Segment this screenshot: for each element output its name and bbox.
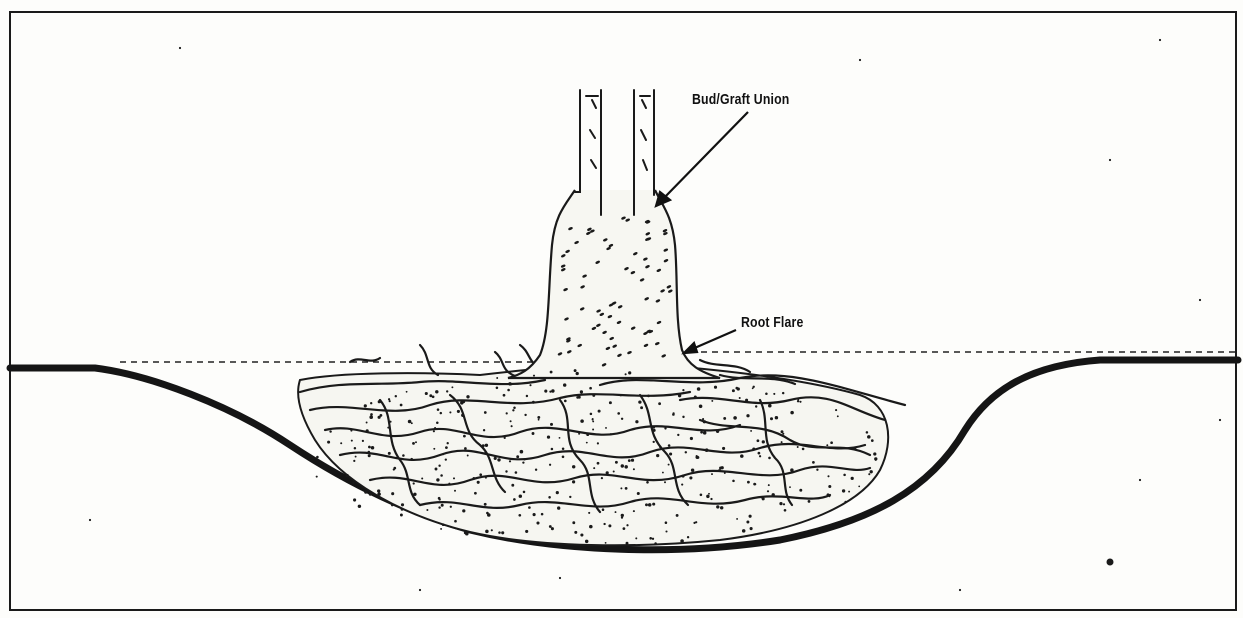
graft-union-label: Bud/Graft Union bbox=[692, 91, 789, 108]
root-flare-label: Root Flare bbox=[741, 314, 803, 331]
